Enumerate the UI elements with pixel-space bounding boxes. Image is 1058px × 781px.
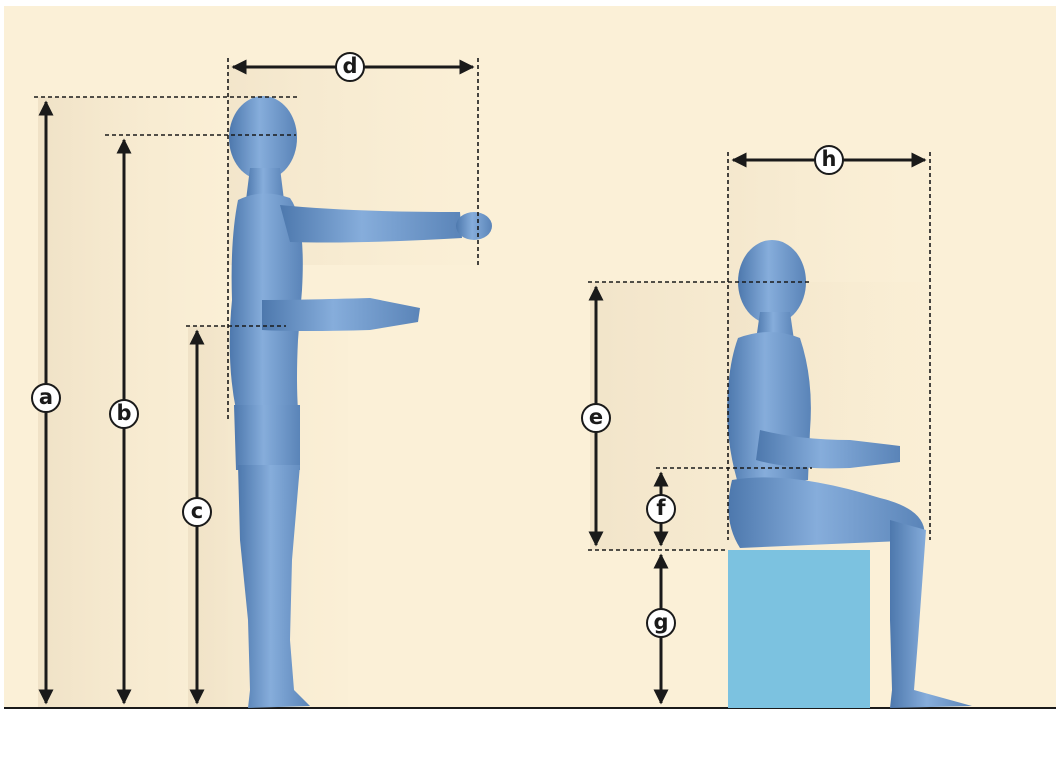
label-d-text: d bbox=[342, 54, 357, 78]
standing-hips bbox=[234, 405, 300, 470]
label-a-text: a bbox=[39, 385, 53, 409]
label-f-text: f bbox=[656, 496, 666, 520]
label-a: a bbox=[32, 384, 60, 412]
label-e: e bbox=[582, 404, 610, 432]
label-g: g bbox=[647, 609, 675, 637]
label-b: b bbox=[110, 400, 138, 428]
label-c: c bbox=[183, 498, 211, 526]
label-d: d bbox=[336, 53, 364, 81]
label-b-text: b bbox=[116, 401, 131, 425]
seat-block bbox=[728, 550, 870, 708]
standing-head bbox=[229, 96, 297, 180]
label-g-text: g bbox=[653, 610, 668, 634]
label-e-text: e bbox=[589, 405, 603, 429]
standing-fist bbox=[456, 212, 492, 240]
label-h-text: h bbox=[822, 147, 837, 171]
label-f: f bbox=[647, 495, 675, 523]
label-c-text: c bbox=[191, 499, 203, 523]
label-h: h bbox=[815, 146, 843, 174]
